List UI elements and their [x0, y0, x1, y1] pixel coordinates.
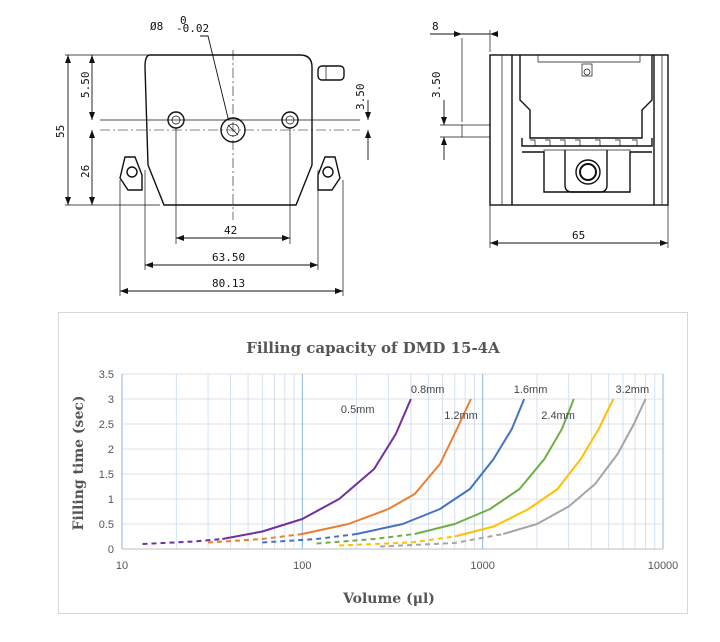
series-3-2mm-solid — [502, 398, 647, 535]
y-tick-label: 3 — [108, 394, 114, 406]
x-tick-label: 10 — [116, 560, 128, 572]
dim-8: 8 — [432, 20, 439, 33]
technical-drawings: Ø8 0 -0.02 5.50 55 26 3.50 — [54, 14, 669, 296]
bore-tolerance-upper: 0 — [180, 14, 187, 27]
bore-diameter-label: Ø8 — [150, 20, 163, 33]
dim-5-50: 5.50 — [79, 72, 92, 99]
x-tick-label: 10000 — [648, 560, 679, 572]
series-labels: 0.5mm 0.8mm 1.2mm 1.6mm 2.4mm 3.2mm — [341, 384, 649, 422]
filling-capacity-chart: 0.5mm 0.8mm 1.2mm 1.6mm 2.4mm 3.2mm 0 0.5 1 1.5 2… — [71, 339, 679, 607]
series-1-2mm-solid — [356, 398, 526, 535]
series-0-5mm-solid — [222, 398, 412, 540]
dim-65: 65 — [572, 229, 585, 242]
chart-title: Filling capacity of DMD 15-4A — [246, 339, 500, 357]
series-label-2-4mm: 2.4mm — [541, 410, 575, 422]
dim-3-50-front: 3.50 — [354, 84, 367, 111]
dim-26: 26 — [79, 165, 92, 178]
side-shaft — [461, 124, 491, 138]
dim-3-50-side: 3.50 — [430, 72, 443, 99]
series-2-4mm-solid — [454, 398, 615, 538]
x-axis-label: Volume (μl) — [342, 591, 435, 607]
front-base-plate — [119, 156, 143, 191]
bore-tolerance-lower: -0.02 — [176, 22, 209, 35]
y-tick-label: 0 — [108, 544, 114, 556]
y-tick-label: 1 — [108, 494, 114, 506]
series-label-1-6mm: 1.6mm — [514, 384, 548, 396]
front-nozzle — [317, 65, 345, 81]
grid-lines — [121, 373, 664, 550]
y-axis-label: Filling time (sec) — [71, 396, 87, 531]
series-3-2mm-dashed — [380, 533, 504, 548]
series-label-0-8mm: 0.8mm — [411, 384, 445, 396]
y-tick-label: 3.5 — [99, 369, 114, 381]
x-tick-label: 100 — [293, 560, 311, 572]
y-tick-label: 0.5 — [99, 519, 114, 531]
dim-55: 55 — [54, 125, 67, 138]
dim-80-13: 80.13 — [212, 277, 245, 290]
chart-panel: 0.5mm 0.8mm 1.2mm 1.6mm 2.4mm 3.2mm 0 0.5 1 1.5 2… — [58, 312, 688, 614]
axis-ticks: 0 0.5 1 1.5 2 2.5 3 3.5 10 100 1000 10000 — [99, 369, 679, 572]
series-lines — [142, 398, 647, 548]
y-tick-label: 2.5 — [99, 419, 114, 431]
side-view: 8 3.50 65 — [430, 20, 669, 248]
side-port — [575, 159, 601, 185]
series-1-6mm-solid — [414, 398, 575, 535]
series-1-6mm-dashed — [316, 533, 415, 545]
series-0-8mm-solid — [302, 398, 472, 535]
front-body-outline — [144, 54, 313, 206]
x-tick-label: 1000 — [470, 560, 494, 572]
series-label-3-2mm: 3.2mm — [616, 384, 650, 396]
y-tick-label: 1.5 — [99, 469, 114, 481]
series-2-4mm-dashed — [339, 535, 455, 547]
series-label-0-5mm: 0.5mm — [341, 404, 375, 416]
series-label-1-2mm: 1.2mm — [444, 410, 478, 422]
front-base-plate-right — [317, 156, 341, 191]
series-0-8mm-dashed — [207, 533, 303, 544]
series-1-2mm-dashed — [262, 533, 357, 544]
dim-42: 42 — [224, 224, 237, 237]
front-view: Ø8 0 -0.02 5.50 55 26 3.50 — [54, 14, 371, 296]
dim-63-50: 63.50 — [212, 251, 245, 264]
y-tick-label: 2 — [108, 444, 114, 456]
